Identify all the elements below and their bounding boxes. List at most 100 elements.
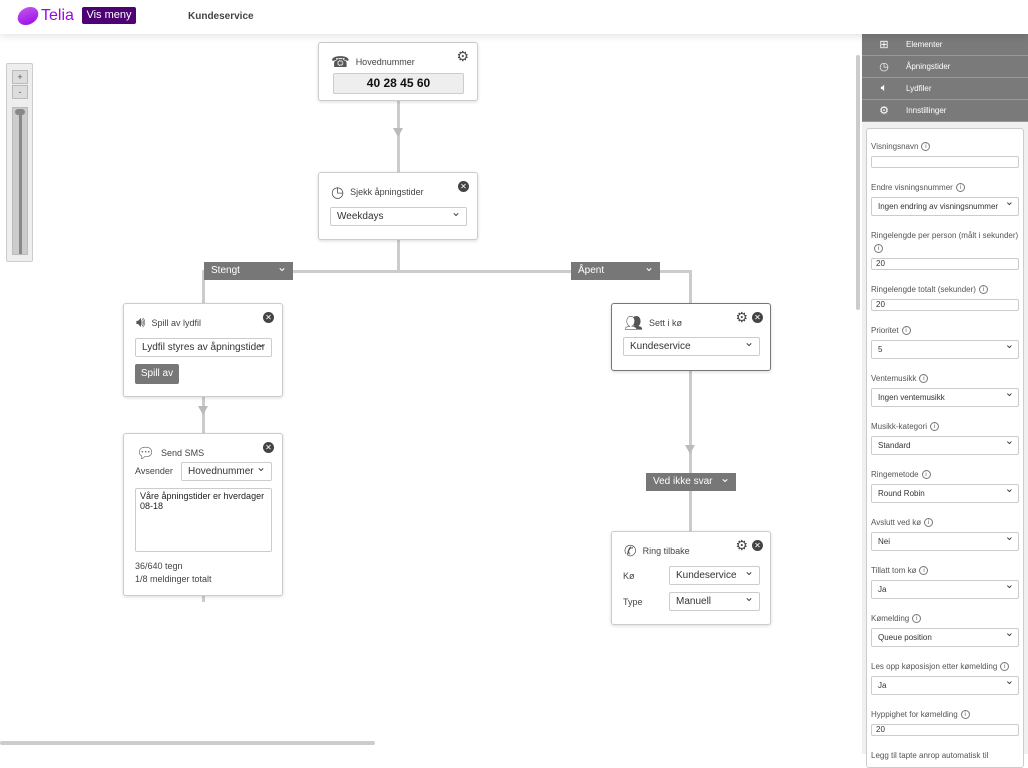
sender-label: Avsender — [135, 466, 173, 476]
tab-opening-hours[interactable]: ◷ Åpningstider — [862, 56, 1028, 78]
field-label-text: Tillatt tom kø — [871, 566, 917, 575]
info-icon[interactable]: i — [930, 422, 940, 432]
connector — [202, 397, 205, 433]
close-icon[interactable]: ✕ — [752, 540, 763, 551]
zoom-in-button[interactable]: + — [12, 70, 28, 84]
zoom-slider-handle[interactable] — [15, 109, 25, 115]
tab-settings[interactable]: ⚙Innstillinger — [862, 100, 1028, 122]
info-icon[interactable]: i — [919, 566, 929, 576]
queue-select[interactable]: Kundeservice — [623, 334, 760, 356]
phone-icon: ☎ — [331, 54, 350, 71]
sms-message-textarea[interactable]: Våre åpningstider er hverdager 08-18 — [135, 488, 272, 552]
info-icon[interactable]: i — [919, 374, 929, 384]
type-label: Type — [623, 597, 643, 607]
close-icon[interactable]: ✕ — [263, 312, 274, 323]
info-icon[interactable]: i — [955, 183, 965, 193]
branch-open[interactable]: Åpent — [571, 258, 660, 280]
settings-select[interactable]: Ja — [871, 676, 1019, 695]
info-icon[interactable]: i — [921, 470, 931, 480]
info-icon[interactable]: i — [978, 285, 988, 295]
node-main-number[interactable]: ☎Hovednummer ⚙ 40 28 45 60 — [318, 42, 478, 101]
telia-logo[interactable]: Telia — [15, 7, 74, 25]
tab-audio-files[interactable]: 🔈︎Lydfiler — [862, 78, 1028, 100]
zoom-control: + - — [6, 63, 33, 262]
settings-input[interactable]: 20 — [871, 258, 1019, 270]
gear-icon[interactable]: ⚙ — [735, 537, 748, 553]
audio-file-select[interactable]: Lydfil styres av åpningstider — [135, 335, 272, 357]
gear-icon[interactable]: ⚙ — [456, 48, 469, 64]
node-check-hours[interactable]: ◷Sjekk åpningstider ✕ Weekdays — [318, 172, 478, 240]
node-title: Ring tilbake — [642, 546, 690, 556]
node-title: Sett i kø — [649, 318, 683, 328]
phone-ring-icon: ✆ — [624, 543, 637, 560]
node-queue[interactable]: 👥︎Sett i kø ⚙ ✕ Kundeservice — [611, 303, 771, 371]
info-icon[interactable]: i — [874, 244, 883, 254]
gear-icon[interactable]: ⚙ — [735, 309, 748, 325]
arrow-down-icon — [198, 406, 208, 415]
speaker-icon: 🔊︎ — [136, 314, 146, 331]
speaker-icon: 🔈︎ — [880, 82, 888, 94]
settings-input[interactable]: 20 — [871, 724, 1019, 736]
node-callback[interactable]: ✆ Ring tilbake ⚙ ✕ Kø Kundeservice Type M… — [611, 531, 771, 625]
field-label-text: Avslutt ved kø — [871, 518, 922, 527]
zoom-slider[interactable] — [12, 107, 28, 255]
branch-no-answer[interactable]: Ved ikke svar — [646, 469, 736, 491]
settings-select[interactable]: Queue position — [871, 628, 1019, 647]
info-icon[interactable]: i — [901, 326, 911, 336]
field-label-text: Hyppighet for kømelding — [871, 710, 958, 719]
settings-select[interactable]: Round Robin — [871, 484, 1019, 503]
node-send-sms[interactable]: 💬︎Send SMS ✕ Avsender Hovednummer Våre å… — [123, 433, 283, 596]
callback-queue-select[interactable]: Kundeservice — [669, 563, 760, 585]
settings-input[interactable] — [871, 156, 1019, 168]
close-icon[interactable]: ✕ — [752, 312, 763, 323]
field-label-text: Visningsnavn — [871, 142, 919, 151]
info-icon[interactable]: i — [1000, 662, 1010, 672]
settings-select[interactable]: Ingen ventemusikk — [871, 388, 1019, 407]
sender-select[interactable]: Hovednummer — [181, 459, 272, 481]
phone-number: 40 28 45 60 — [333, 73, 464, 94]
vertical-scrollbar[interactable] — [856, 55, 860, 310]
show-menu-button[interactable]: Vis meny — [82, 7, 136, 24]
close-icon[interactable]: ✕ — [263, 442, 274, 453]
connector — [397, 240, 400, 272]
field-label-text: Ventemusikk — [871, 374, 917, 383]
settings-select[interactable]: Ja — [871, 580, 1019, 599]
node-play-file[interactable]: 🔊︎Spill av lydfil ✕ Lydfil styres av åpn… — [123, 303, 283, 397]
settings-select[interactable]: Nei — [871, 532, 1019, 551]
callback-type-select[interactable]: Manuell — [669, 589, 760, 611]
settings-select[interactable]: Ingen endring av visningsnummer — [871, 197, 1019, 216]
close-icon[interactable]: ✕ — [458, 181, 469, 192]
tab-label: Elementer — [906, 40, 943, 49]
settings-input[interactable]: 20 — [871, 299, 1019, 311]
clock-icon: ◷ — [879, 61, 889, 73]
hours-select[interactable]: Weekdays — [330, 204, 467, 226]
settings-select[interactable]: 5 — [871, 340, 1019, 359]
zoom-out-button[interactable]: - — [12, 85, 28, 99]
tab-elements[interactable]: ⊞Elementer — [862, 34, 1028, 56]
gear-icon: ⚙ — [879, 105, 889, 117]
branch-closed[interactable]: Stengt — [204, 258, 293, 280]
arrow-down-icon — [393, 128, 403, 137]
queue-label: Kø — [623, 571, 635, 581]
settings-select[interactable]: Standard — [871, 436, 1019, 455]
field-label-text: Endre visningsnummer — [871, 183, 953, 192]
node-title: Sjekk åpningstider — [350, 187, 424, 197]
info-icon[interactable]: i — [960, 710, 970, 720]
tab-label: Åpningstider — [906, 62, 951, 71]
info-icon[interactable]: i — [921, 142, 931, 152]
horizontal-scrollbar[interactable] — [0, 741, 375, 745]
info-icon[interactable]: i — [924, 518, 934, 528]
field-label: Legg til tapte anrop automatisk til — [871, 749, 1019, 762]
play-button[interactable]: Spill av — [135, 364, 179, 384]
info-icon[interactable]: i — [912, 614, 922, 624]
